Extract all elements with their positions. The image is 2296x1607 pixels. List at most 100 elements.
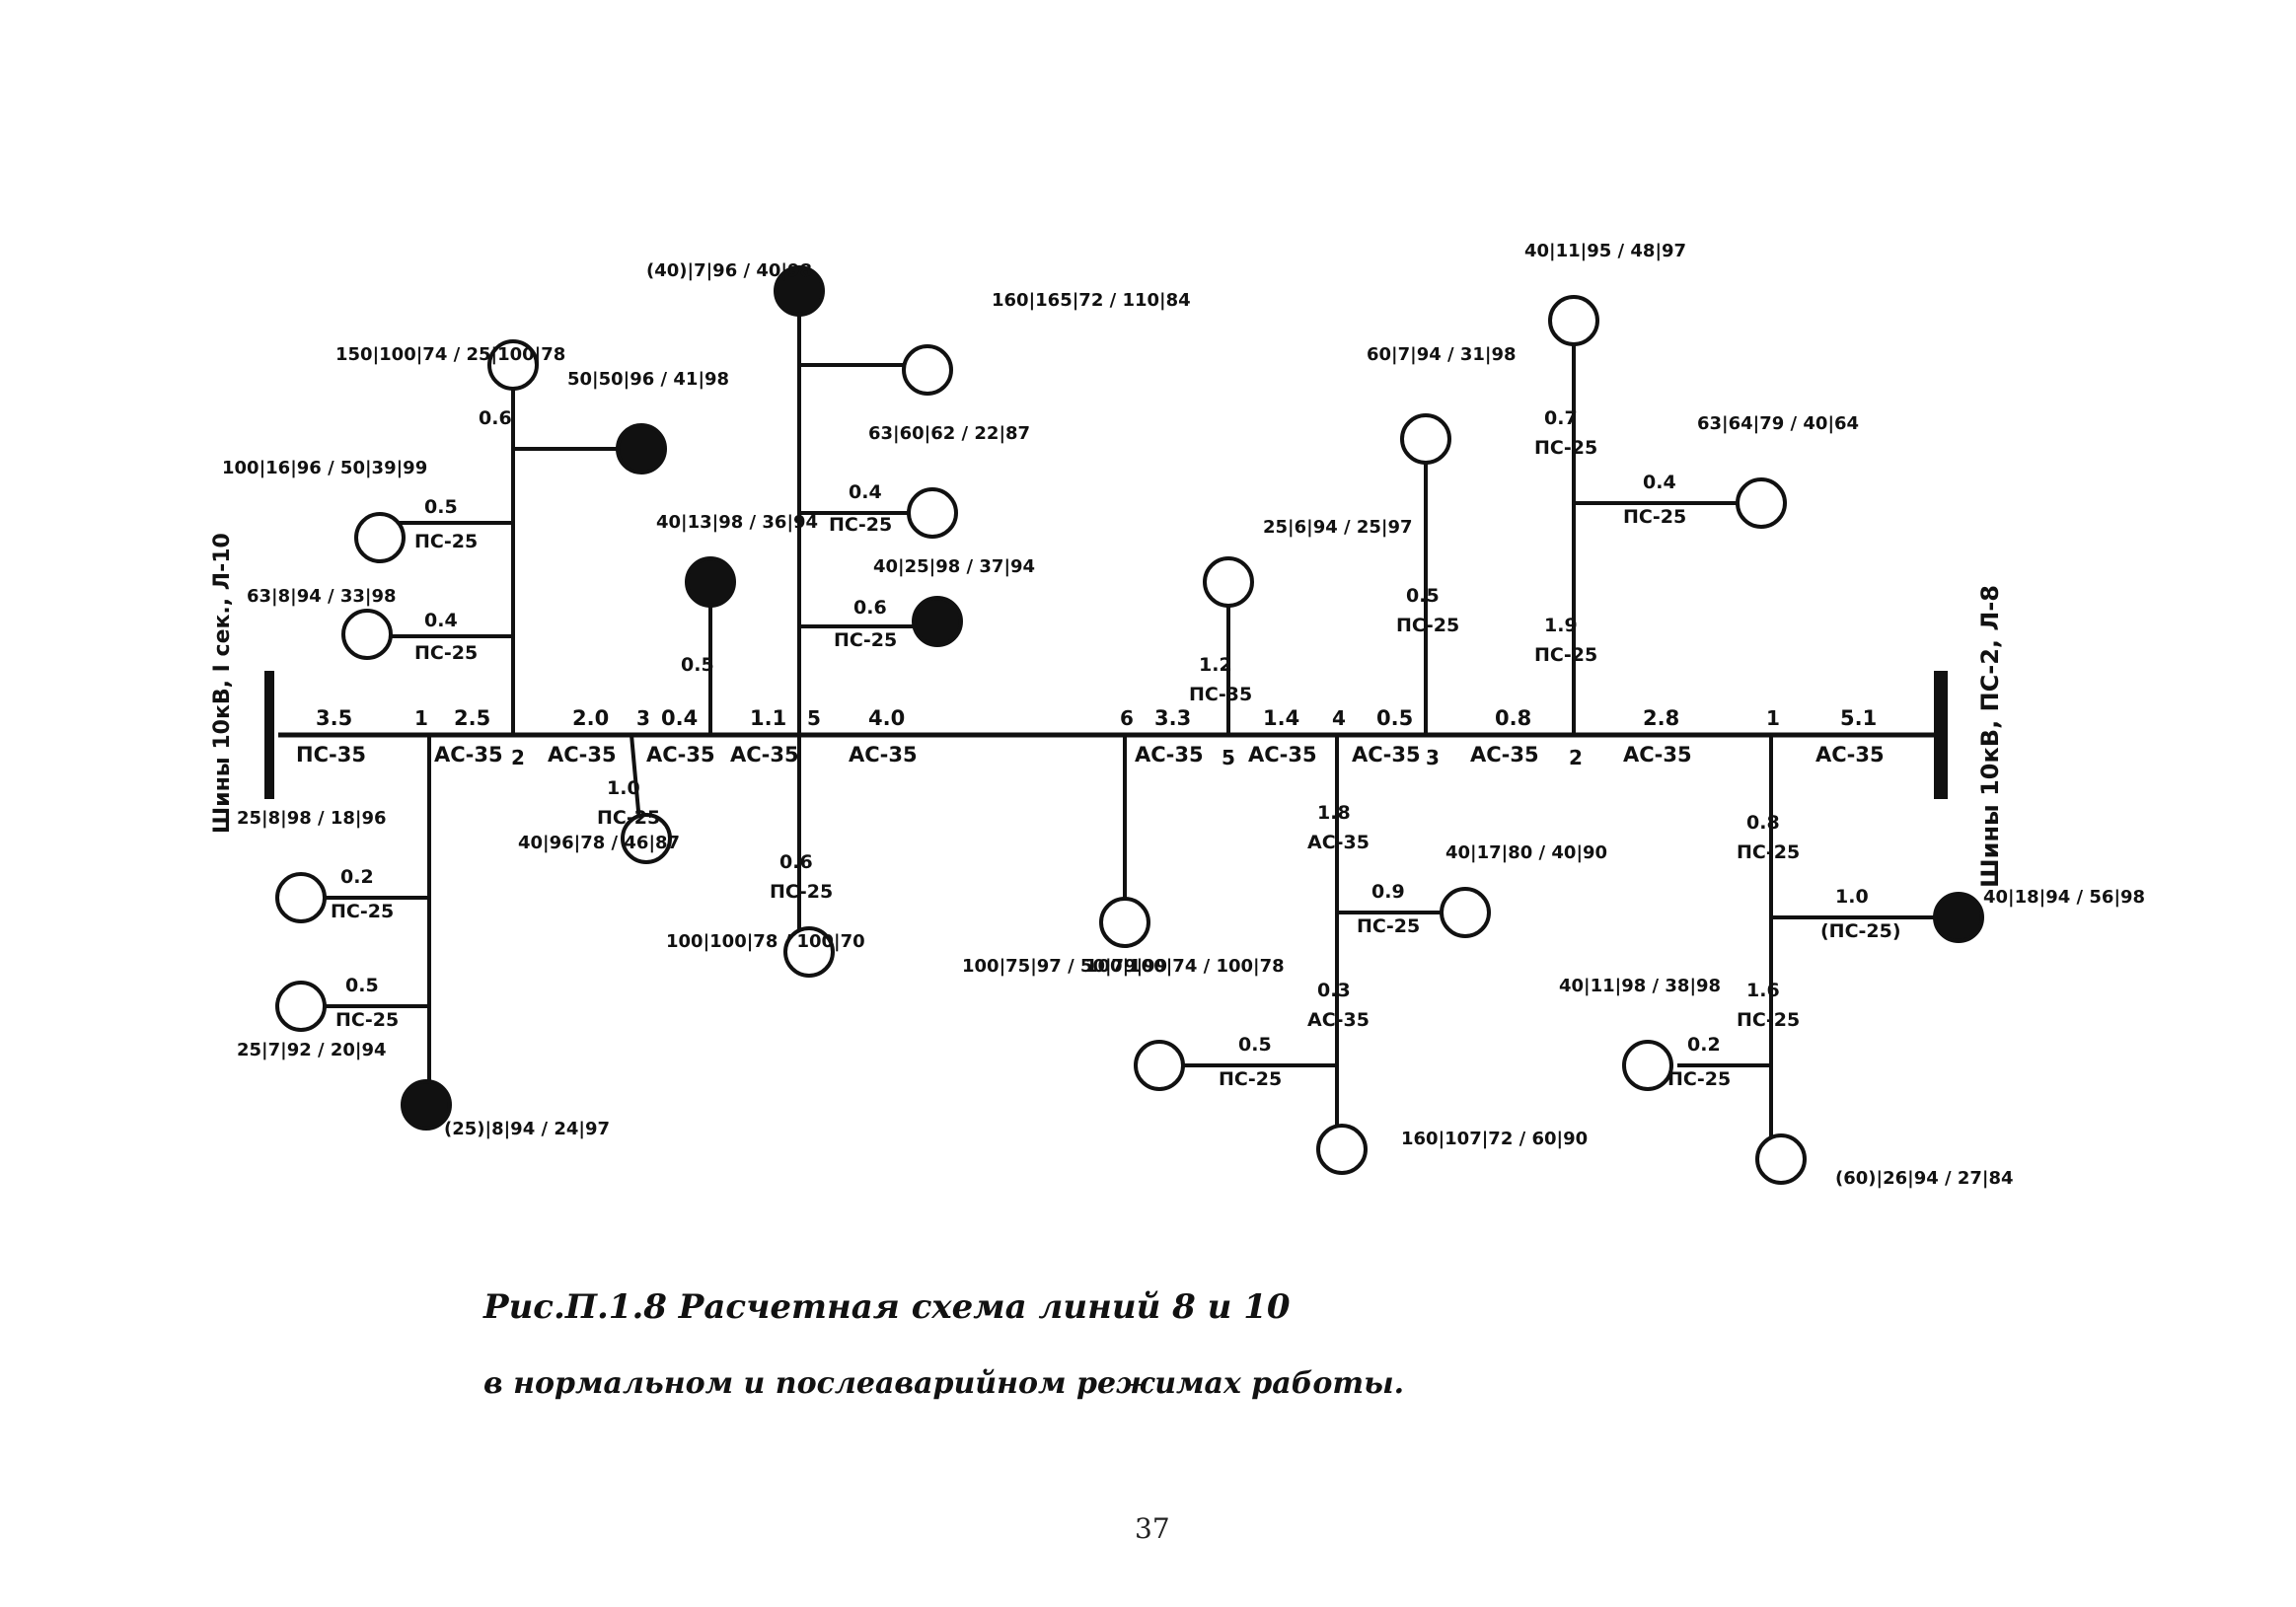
branch-len: 0.7: [1544, 407, 1578, 429]
branch-wire: ПС-25: [1737, 1009, 1800, 1031]
transformer-open: [783, 926, 835, 978]
seg-wire: АС-35: [1248, 743, 1317, 767]
seg-len: 4.0: [868, 706, 905, 730]
branch-wire: ПС-25: [1534, 437, 1597, 459]
branch-len: 0.4: [424, 610, 458, 631]
junction: 3: [1426, 746, 1440, 769]
transformer-filled: [1933, 892, 1984, 943]
seg-wire: АС-35: [730, 743, 799, 767]
node-tag: 100|75|97 / 50|79|99: [962, 956, 1167, 977]
node-tag: 150|100|74 / 25|100|78: [335, 344, 565, 365]
transformer-filled: [616, 423, 667, 475]
junction: 6: [1120, 706, 1134, 730]
branch-wire: ПС-25: [331, 901, 394, 922]
branch-len: 1.0: [1835, 886, 1869, 908]
node-tag: 63|60|62 / 22|87: [868, 423, 1030, 444]
branch-wire: ПС-25: [597, 807, 660, 829]
page-number: 37: [1135, 1512, 1170, 1545]
branch-wire: АС-35: [1307, 832, 1370, 853]
node-tag: 40|18|94 / 56|98: [1983, 887, 2145, 908]
seg-len: 3.3: [1154, 706, 1191, 730]
node-tag: 50|50|96 / 41|98: [567, 369, 729, 390]
junction: 2: [511, 746, 525, 769]
branch-wire: ПС-25: [834, 629, 897, 651]
bus-right: [1934, 671, 1948, 799]
branch-wire: ПС-25: [1534, 644, 1597, 666]
branch-len: 0.2: [340, 866, 374, 888]
seg-wire: АС-35: [1815, 743, 1885, 767]
branch-wire: ПС-25: [1737, 841, 1800, 863]
figure-caption-line1: Рис.П.1.8 Расчетная схема линий 8 и 10: [483, 1287, 1291, 1327]
branch-wire: ПС-25: [1396, 615, 1459, 636]
node-tag: 160|165|72 / 110|84: [992, 290, 1191, 311]
seg-wire: АС-35: [849, 743, 918, 767]
seg-len: 0.5: [1376, 706, 1413, 730]
seg-len: 0.8: [1495, 706, 1531, 730]
transformer-open: [354, 512, 406, 563]
junction: 1: [414, 706, 428, 730]
node-tag: 100|100|78 / 100|70: [666, 931, 865, 952]
seg-wire: АС-35: [1135, 743, 1204, 767]
junction-numbers: 1 2 3 5 6 5 4 3 2 1: [414, 706, 1780, 769]
seg-len: 0.4: [661, 706, 698, 730]
branch-len: 1.2: [1199, 654, 1232, 676]
branch-len: 0.4: [1643, 472, 1676, 493]
branch-len: 1.6: [1746, 980, 1780, 1001]
transformer-filled: [685, 556, 736, 608]
branch-len: 0.5: [1406, 585, 1440, 607]
node-labels: 150|100|74 / 25|100|78 50|50|96 / 41|98 …: [222, 241, 2145, 1189]
transformer-filled: [401, 1079, 452, 1131]
transformer-open: [907, 487, 958, 539]
transformer-filled: [774, 265, 825, 317]
transformer-open: [1400, 413, 1451, 465]
junction: 3: [636, 706, 650, 730]
transformer-open: [1099, 897, 1150, 948]
branch-len: 0.6: [479, 407, 512, 429]
seg-wire: АС-35: [548, 743, 617, 767]
seg-wire: АС-35: [1352, 743, 1421, 767]
branch-len: 0.6: [853, 597, 887, 619]
branch-len: 0.9: [1371, 881, 1405, 903]
node-tag: 63|64|79 / 40|64: [1697, 413, 1859, 434]
transformer-open: [275, 872, 327, 923]
node-tag: 25|7|92 / 20|94: [237, 1040, 387, 1060]
branch-wire: ПС-25: [414, 531, 478, 552]
transformer-open: [1622, 1040, 1673, 1091]
branch-len: 0.4: [849, 481, 882, 503]
branch-len: 0.5: [424, 496, 458, 518]
branch-len: 0.3: [1317, 980, 1351, 1001]
branch-len: 1.9: [1544, 615, 1578, 636]
branch-len: 0.5: [681, 654, 714, 676]
branch-len: 1.8: [1317, 802, 1351, 824]
node-tag: 40|11|95 / 48|97: [1524, 241, 1686, 261]
figure-caption-line2: в нормальном и послеаварийном режимах ра…: [483, 1366, 1405, 1401]
node-tag: 25|6|94 / 25|97: [1263, 517, 1413, 538]
bus-left: [264, 671, 274, 799]
seg-wire: АС-35: [1623, 743, 1692, 767]
seg-wire: АС-35: [646, 743, 715, 767]
seg-len: 2.5: [454, 706, 490, 730]
seg-len: 1.4: [1263, 706, 1299, 730]
bus-left-label: Шины 10кВ, I сек., Л-10: [210, 533, 235, 834]
branch-wire: ПС-25: [1219, 1068, 1282, 1090]
transformer-filled: [912, 596, 963, 647]
seg-len: 1.1: [750, 706, 786, 730]
branch-wire: ПС-25: [829, 514, 892, 536]
seg-wire: АС-35: [1470, 743, 1539, 767]
branch-segment-labels: 0.6 0.5 ПС-25 0.4 ПС-25 0.4 ПС-25 0.6 ПС…: [331, 407, 1901, 1090]
node-tag: 60|7|94 / 31|98: [1367, 344, 1517, 365]
node-tag: 40|96|78 / 46|87: [518, 833, 680, 853]
node-tag: 100|100|74 / 100|78: [1085, 956, 1285, 977]
branch-len: 0.2: [1687, 1034, 1721, 1056]
branch-wire: (ПС-25): [1820, 920, 1901, 942]
node-tag: 160|107|72 / 60|90: [1401, 1129, 1588, 1149]
transformer-open: [275, 981, 327, 1032]
node-tag: (25)|8|94 / 24|97: [444, 1119, 610, 1139]
branch-wire: ПС-35: [1189, 684, 1252, 705]
node-tag: 100|16|96 / 50|39|99: [222, 458, 427, 478]
branch-len: 0.6: [779, 851, 813, 873]
transformer-open: [621, 813, 672, 864]
junction: 5: [1222, 746, 1235, 769]
transformer-open: [902, 344, 953, 396]
